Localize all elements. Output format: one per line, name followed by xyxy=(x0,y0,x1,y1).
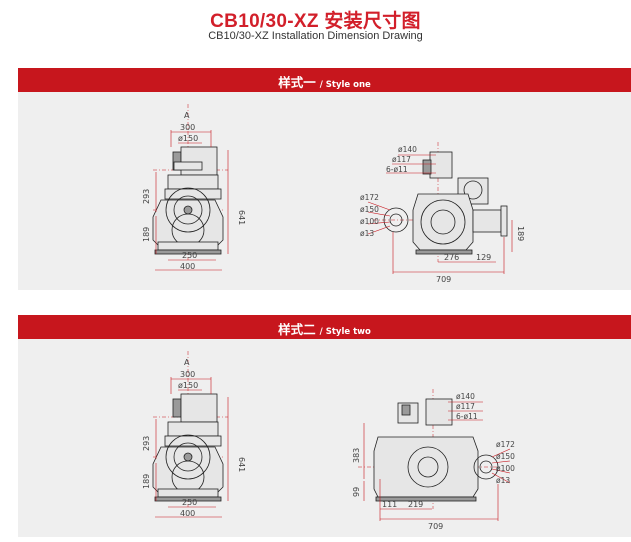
style-two-side-111: 111 xyxy=(382,500,397,509)
style-one-drawing: A 300 ø150 293 189 641 250 400 xyxy=(142,104,525,284)
style-two-front-a: A xyxy=(184,358,190,367)
style-one-front-300: 300 xyxy=(180,123,195,132)
style-one-side-d172: ø172 xyxy=(360,193,379,202)
style-two-side-219: 219 xyxy=(408,500,423,509)
style-one-side-d150: ø150 xyxy=(360,205,379,214)
page-subtitle: CB10/30-XZ Installation Dimension Drawin… xyxy=(208,30,423,42)
style-one-side-d117: ø117 xyxy=(392,155,411,164)
style-two-label-cn: 样式二 xyxy=(278,322,316,337)
style-one-side-d100: ø100 xyxy=(360,217,379,226)
page-title: CB10/30-XZ 安装尺寸图 xyxy=(210,11,421,32)
style-one-side-276: 276 xyxy=(444,253,459,262)
style-one-front-400: 400 xyxy=(180,262,195,271)
style-one-panel: A 300 ø150 293 189 641 250 400 xyxy=(18,92,631,290)
style-two-side-709: 709 xyxy=(428,522,443,531)
style-one-side-holes: 6-ø11 xyxy=(386,165,408,174)
style-two-panel: A 300 ø150 293 189 641 250 400 xyxy=(18,339,631,537)
style-two-front-293: 293 xyxy=(142,436,151,451)
style-two-side-d13: ø13 xyxy=(496,476,510,485)
style-one-front-d150: ø150 xyxy=(178,134,198,143)
style-two-drawing: A 300 ø150 293 189 641 250 400 xyxy=(142,351,515,531)
style-two-side-d172: ø172 xyxy=(496,440,515,449)
style-two-front-250: 250 xyxy=(182,498,197,507)
style-two-side-d140: ø140 xyxy=(456,392,475,401)
style-one-side-709: 709 xyxy=(436,275,451,284)
style-two-side-holes: 6-ø11 xyxy=(456,412,478,421)
style-two-front-d150: ø150 xyxy=(178,381,198,390)
style-one-front-641: 641 xyxy=(237,210,246,225)
style-one-side-d13: ø13 xyxy=(360,229,374,238)
style-two-side-d117: ø117 xyxy=(456,402,475,411)
style-one-band: 样式一/ Style one xyxy=(18,68,631,92)
style-two-front-400: 400 xyxy=(180,509,195,518)
style-two-front-view: A 300 ø150 293 189 641 250 400 xyxy=(142,351,246,518)
style-one-side-view: ø140 ø117 6-ø11 ø172 ø150 ø100 ø13 276 1… xyxy=(360,142,525,284)
style-one-label-en: / Style one xyxy=(319,80,371,90)
style-one-label-cn: 样式一 xyxy=(278,75,316,90)
style-two-band: 样式二/ Style two xyxy=(18,315,631,339)
style-two-side-d150: ø150 xyxy=(496,452,515,461)
style-one-front-view: A 300 ø150 293 189 641 250 400 xyxy=(142,104,246,271)
style-one-side-129: 129 xyxy=(476,253,491,262)
style-one-front-189: 189 xyxy=(142,227,151,242)
style-one-side-189: 189 xyxy=(516,226,525,241)
style-two-label-en: / Style two xyxy=(319,327,371,337)
style-one-front-293: 293 xyxy=(142,189,151,204)
style-two-front-189: 189 xyxy=(142,474,151,489)
style-two-side-d100: ø100 xyxy=(496,464,515,473)
style-one-front-250: 250 xyxy=(182,251,197,260)
style-two-side-383: 383 xyxy=(352,448,361,463)
style-one-front-a: A xyxy=(184,111,190,120)
style-two-side-view: ø140 ø117 6-ø11 ø172 ø150 ø100 ø13 383 9… xyxy=(352,389,515,531)
style-one-side-d140: ø140 xyxy=(398,145,417,154)
style-two-side-99: 99 xyxy=(352,487,361,497)
style-two-front-300: 300 xyxy=(180,370,195,379)
style-two-front-641: 641 xyxy=(237,457,246,472)
